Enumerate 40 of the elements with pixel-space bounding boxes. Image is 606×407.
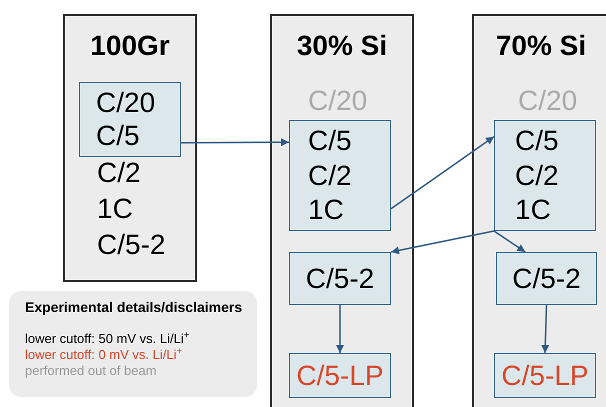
column-panel <box>270 14 414 407</box>
highlight-box <box>289 120 391 231</box>
rate-text: C/5 <box>96 119 140 153</box>
rate-text: C/2 <box>97 156 141 190</box>
notes-heading: Experimental details/disclaimers <box>25 298 242 317</box>
arrow <box>541 304 550 354</box>
rate-text: C/20 <box>96 86 156 120</box>
rate-text: C/5-2 <box>511 262 582 296</box>
rate-text: C/20 <box>308 84 368 118</box>
arrow <box>494 230 526 253</box>
arrow <box>390 230 494 254</box>
arrow <box>336 305 344 353</box>
column-panel <box>472 14 606 407</box>
rate-text: C/5-2 <box>304 262 376 296</box>
column-title: 70% Si <box>494 29 588 63</box>
highlight-box <box>289 252 391 305</box>
highlight-box <box>494 353 596 398</box>
note-text: lower cutoff: 0 mV vs. Li/Li$^{+}$ <box>25 347 184 363</box>
rate-text: 1C <box>308 193 344 227</box>
column-panel <box>63 14 197 282</box>
highlight-box <box>289 353 391 398</box>
column-title: 100Gr <box>89 29 171 63</box>
rate-text: C/5 <box>308 124 352 158</box>
rate-text: 1C <box>515 193 551 227</box>
arrow <box>181 138 289 146</box>
rate-text: C/5-LP <box>295 359 385 393</box>
highlight-box <box>496 252 597 305</box>
highlight-box <box>79 82 181 157</box>
rate-text: 1C <box>97 192 133 226</box>
rate-text: C/5 <box>515 124 559 158</box>
rate-text: C/2 <box>515 159 559 193</box>
rate-text: C/20 <box>518 84 578 118</box>
rate-text: C/5-2 <box>97 228 166 262</box>
rate-text: C/5-LP <box>500 359 590 393</box>
highlight-box <box>494 120 596 231</box>
note-text: performed out of beam <box>25 363 158 379</box>
note-text: lower cutoff: 50 mV vs. Li/Li$^{+}$ <box>25 331 190 347</box>
arrow <box>390 136 494 210</box>
column-title: 30% Si <box>296 29 388 63</box>
rate-text: C/2 <box>308 159 352 193</box>
